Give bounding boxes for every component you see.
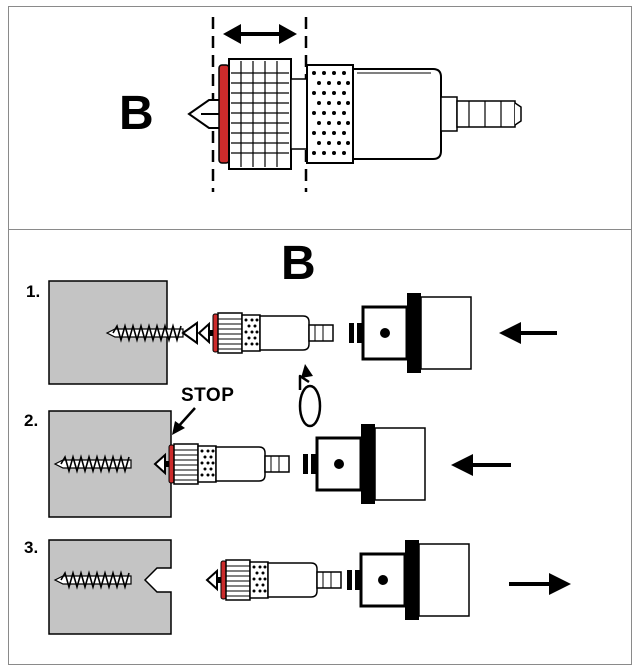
bit-holder-1: [198, 312, 334, 354]
step-number-2: 2.: [24, 411, 39, 430]
hex-shank: [456, 100, 522, 128]
step-3-illustration: [48, 538, 571, 635]
drill-chuck-3: [345, 538, 471, 622]
step-number-1: 1.: [26, 282, 41, 301]
drill-chuck-2: [301, 422, 427, 506]
top-detail-panel: B: [8, 6, 632, 230]
workpiece-block-3: [48, 539, 172, 635]
bit-holder-3: [206, 559, 342, 601]
screw-head-1: [181, 321, 198, 345]
adjustment-range-arrow: [223, 24, 297, 44]
bit-holder-detail-illustration: [187, 17, 522, 192]
red-depth-ring: [218, 64, 230, 164]
step-2-illustration: [48, 407, 511, 518]
step-number-3: 3.: [24, 538, 39, 557]
pull-right-arrow-3: [509, 573, 571, 595]
stop-callout: STOP: [181, 385, 235, 406]
knurled-sleeve: [306, 64, 354, 164]
bit-holder-2: [154, 443, 290, 485]
drill-chuck-1: [347, 291, 473, 375]
step-1-illustration: [48, 280, 557, 385]
usage-steps-illustration: [48, 280, 571, 635]
usage-steps-panel: B 1. 2. STOP 3.: [8, 229, 632, 665]
push-left-arrow-2: [451, 454, 511, 476]
detail-label-b: B: [119, 87, 154, 140]
steps-label-b: B: [281, 237, 316, 290]
stop-pointer-arrow: [172, 407, 196, 435]
holder-body: [352, 68, 442, 160]
push-left-arrow-1: [499, 322, 557, 344]
ribbed-collar: [228, 58, 292, 170]
rotation-arrow: [298, 364, 322, 428]
